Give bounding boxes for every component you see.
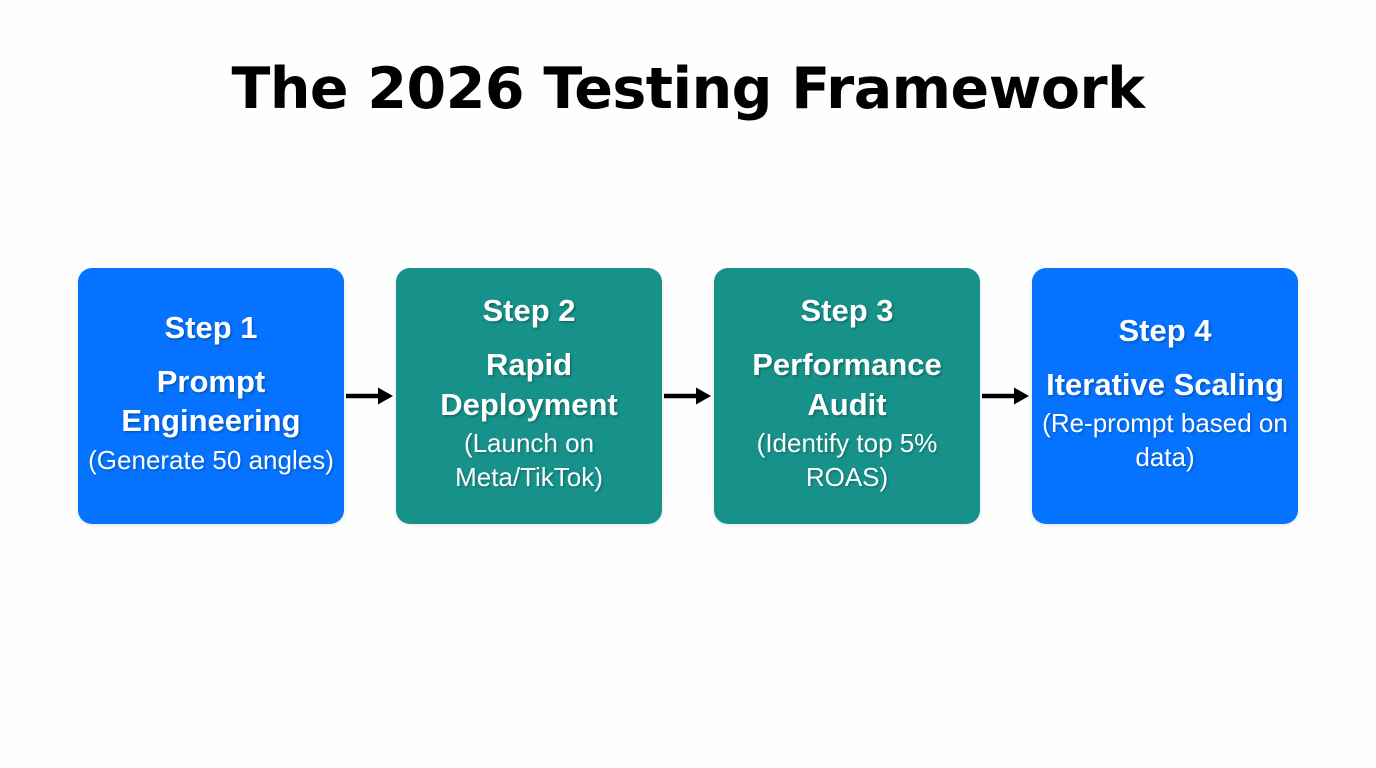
step-3-label: Step 3 (800, 293, 894, 329)
right-arrow-icon (664, 384, 712, 408)
step-2-detail: (Launch on Meta/TikTok) (455, 428, 603, 492)
step-box-4[interactable]: Step 4 Iterative Scaling (Re-prompt base… (1032, 268, 1298, 524)
step-box-2[interactable]: Step 2 Rapid Deployment (Launch on Meta/… (396, 268, 662, 524)
step-1-label: Step 1 (164, 310, 258, 346)
step-4-label: Step 4 (1118, 313, 1212, 349)
step-3-detail: (Identify top 5% ROAS) (756, 428, 938, 492)
step-1-detail: (Generate 50 angles) (88, 445, 334, 476)
step-4-title: Iterative Scaling (1046, 366, 1284, 402)
step-box-1[interactable]: Step 1 Prompt Engineering (Generate 50 a… (78, 268, 344, 524)
right-arrow-icon (346, 384, 394, 408)
step-box-3[interactable]: Step 3 Performance Audit (Identify top 5… (714, 268, 980, 524)
step-2-title: Rapid Deployment (440, 346, 618, 422)
page-title: The 2026 Testing Framework (231, 56, 1145, 122)
arrow-connector-2-to-3 (662, 268, 714, 524)
step-1-title: Prompt Engineering (121, 363, 301, 439)
step-4-detail: (Re-prompt based on data) (1042, 408, 1288, 473)
arrow-connector-3-to-4 (980, 268, 1032, 524)
right-arrow-icon (982, 384, 1030, 408)
arrow-connector-1-to-2 (344, 268, 396, 524)
process-flow: Step 1 Prompt Engineering (Generate 50 a… (78, 268, 1298, 524)
step-2-label: Step 2 (482, 293, 576, 329)
step-3-title: Performance Audit (752, 346, 942, 422)
